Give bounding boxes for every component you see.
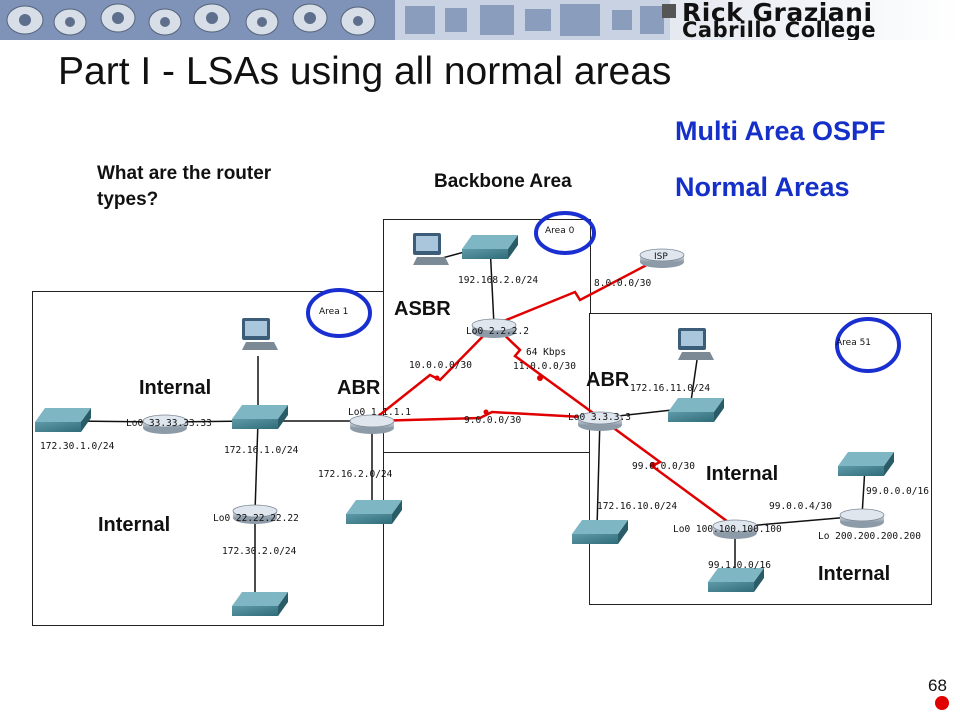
area-51-label: Area 51 [836, 338, 872, 348]
slide-title: Part I - LSAs using all normal areas [58, 50, 672, 93]
header-banner: Rick Graziani Cabrillo College [0, 0, 960, 40]
network-172-30-2: 172.30.2.0/24 [222, 546, 297, 557]
role-internal-r6: Internal [706, 463, 779, 485]
question-text: What are the router types? [97, 163, 272, 210]
r3-loopback: Lo0 3.3.3.3 [568, 412, 631, 423]
r4-loopback: Lo0 33.33.33.33 [126, 418, 212, 429]
pc-icons [242, 233, 714, 360]
link-endpoints [434, 375, 656, 468]
network-99-1-0-0: 99.1.0.0/16 [708, 560, 771, 571]
network-9-0-0-0: 9.0.0.0/30 [464, 415, 522, 426]
subtitle-normal-areas: Normal Areas [675, 172, 850, 202]
network-10-0-0-0: 10.0.0.0/30 [409, 360, 472, 371]
isp-label: ISP [654, 252, 668, 262]
role-abr-right: ABR [586, 369, 630, 391]
page-number: 68 [928, 676, 947, 695]
backbone-area-note: Backbone Area [434, 171, 572, 192]
role-abr-left: ABR [337, 377, 381, 399]
role-internal-r5: Internal [98, 514, 171, 536]
router-icons [142, 248, 885, 539]
network-172-30-1: 172.30.1.0/24 [40, 441, 115, 452]
network-192-168-2: 192.168.2.0/24 [458, 275, 539, 286]
area-1-box [32, 291, 384, 626]
r5-loopback: Lo0 22.22.22.22 [213, 513, 299, 524]
network-172-16-1: 172.16.1.0/24 [224, 445, 299, 456]
r7-loopback: Lo 200.200.200.200 [818, 531, 921, 542]
network-99-0-0-0-30: 99.0.0.0/30 [632, 461, 695, 472]
logo-mark [662, 4, 676, 18]
subtitle-multi-area: Multi Area OSPF [675, 116, 886, 146]
link-speed-label: 64 Kbps [526, 347, 567, 358]
area-0-label: Area 0 [545, 226, 575, 236]
switch-icons [35, 235, 894, 616]
role-internal-r4: Internal [139, 377, 212, 399]
network-172-16-10: 172.16.10.0/24 [597, 501, 678, 512]
area-highlights [306, 211, 901, 373]
r1-loopback: Lo0 1.1.1.1 [348, 407, 411, 418]
brand-college: Cabrillo College [682, 18, 877, 40]
network-172-16-2: 172.16.2.0/24 [318, 469, 393, 480]
area-1-label: Area 1 [319, 307, 349, 317]
network-11-0-0-0: 11.0.0.0/30 [513, 361, 576, 372]
brand-name: Rick Graziani [682, 0, 873, 27]
banner-graphic [0, 0, 670, 40]
network-8-0-0-0: 8.0.0.0/30 [594, 278, 652, 289]
r6-loopback: Lo0 100.100.100.100 [673, 524, 782, 535]
role-internal-r7: Internal [818, 563, 891, 585]
network-99-0-0-4: 99.0.0.4/30 [769, 501, 832, 512]
network-99-0-0-0-16: 99.0.0.0/16 [866, 486, 929, 497]
network-172-16-11: 172.16.11.0/24 [630, 383, 711, 394]
r2-loopback: Lo0 2.2.2.2 [466, 326, 529, 337]
role-asbr: ASBR [394, 298, 451, 320]
slide-marker-dot [935, 696, 949, 710]
